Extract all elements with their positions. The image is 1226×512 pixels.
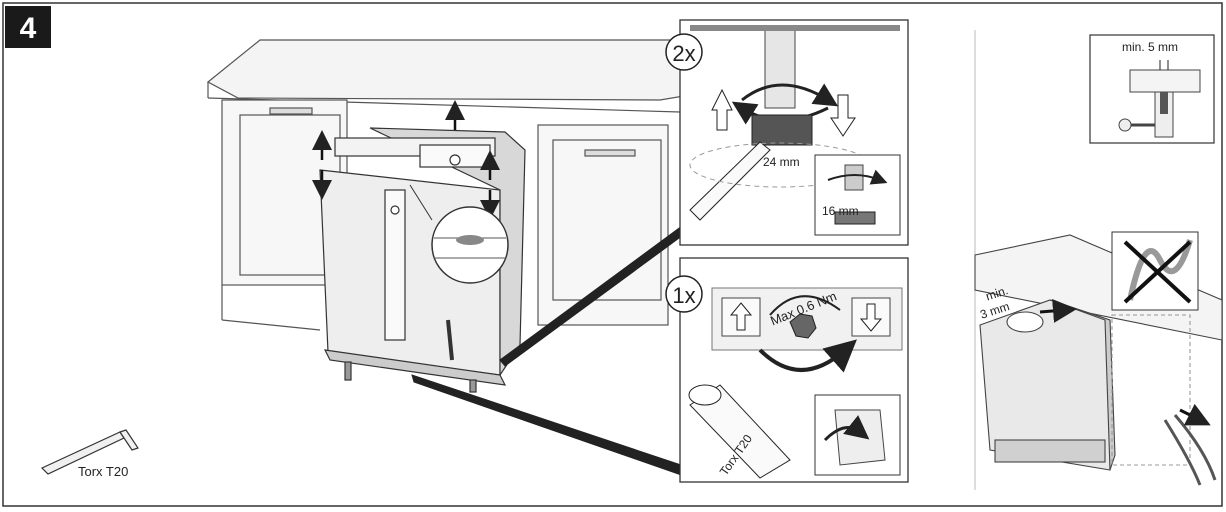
step-number: 4 — [20, 12, 37, 45]
detail-magnifier — [409, 184, 509, 284]
panel-height-adjust — [679, 19, 909, 246]
kitchen-cabinet-illustration — [206, 39, 691, 331]
foot-size-label: 16 mm — [822, 204, 859, 218]
wrench-size-label: 24 mm — [763, 155, 800, 169]
callout-lines — [411, 225, 691, 479]
tool-label: Torx T20 — [78, 464, 128, 479]
panel-rear-adjust — [679, 257, 909, 483]
count-1x: 1x — [672, 283, 695, 308]
side-min-label: min. — [984, 283, 1010, 303]
count-2x: 2x — [672, 41, 695, 66]
torx-key-icon — [40, 429, 139, 475]
panel-min-gap — [1089, 34, 1215, 144]
no-kink-warning — [1111, 231, 1199, 311]
step-number-badge: 4 — [5, 6, 51, 48]
count-badge-2x: 2x — [665, 33, 703, 71]
min-gap-label: min. 5 mm — [1122, 40, 1178, 54]
count-badge-1x: 1x — [665, 275, 703, 313]
height-adjust-arrows — [312, 100, 500, 220]
side-view-illustration — [974, 234, 1223, 486]
